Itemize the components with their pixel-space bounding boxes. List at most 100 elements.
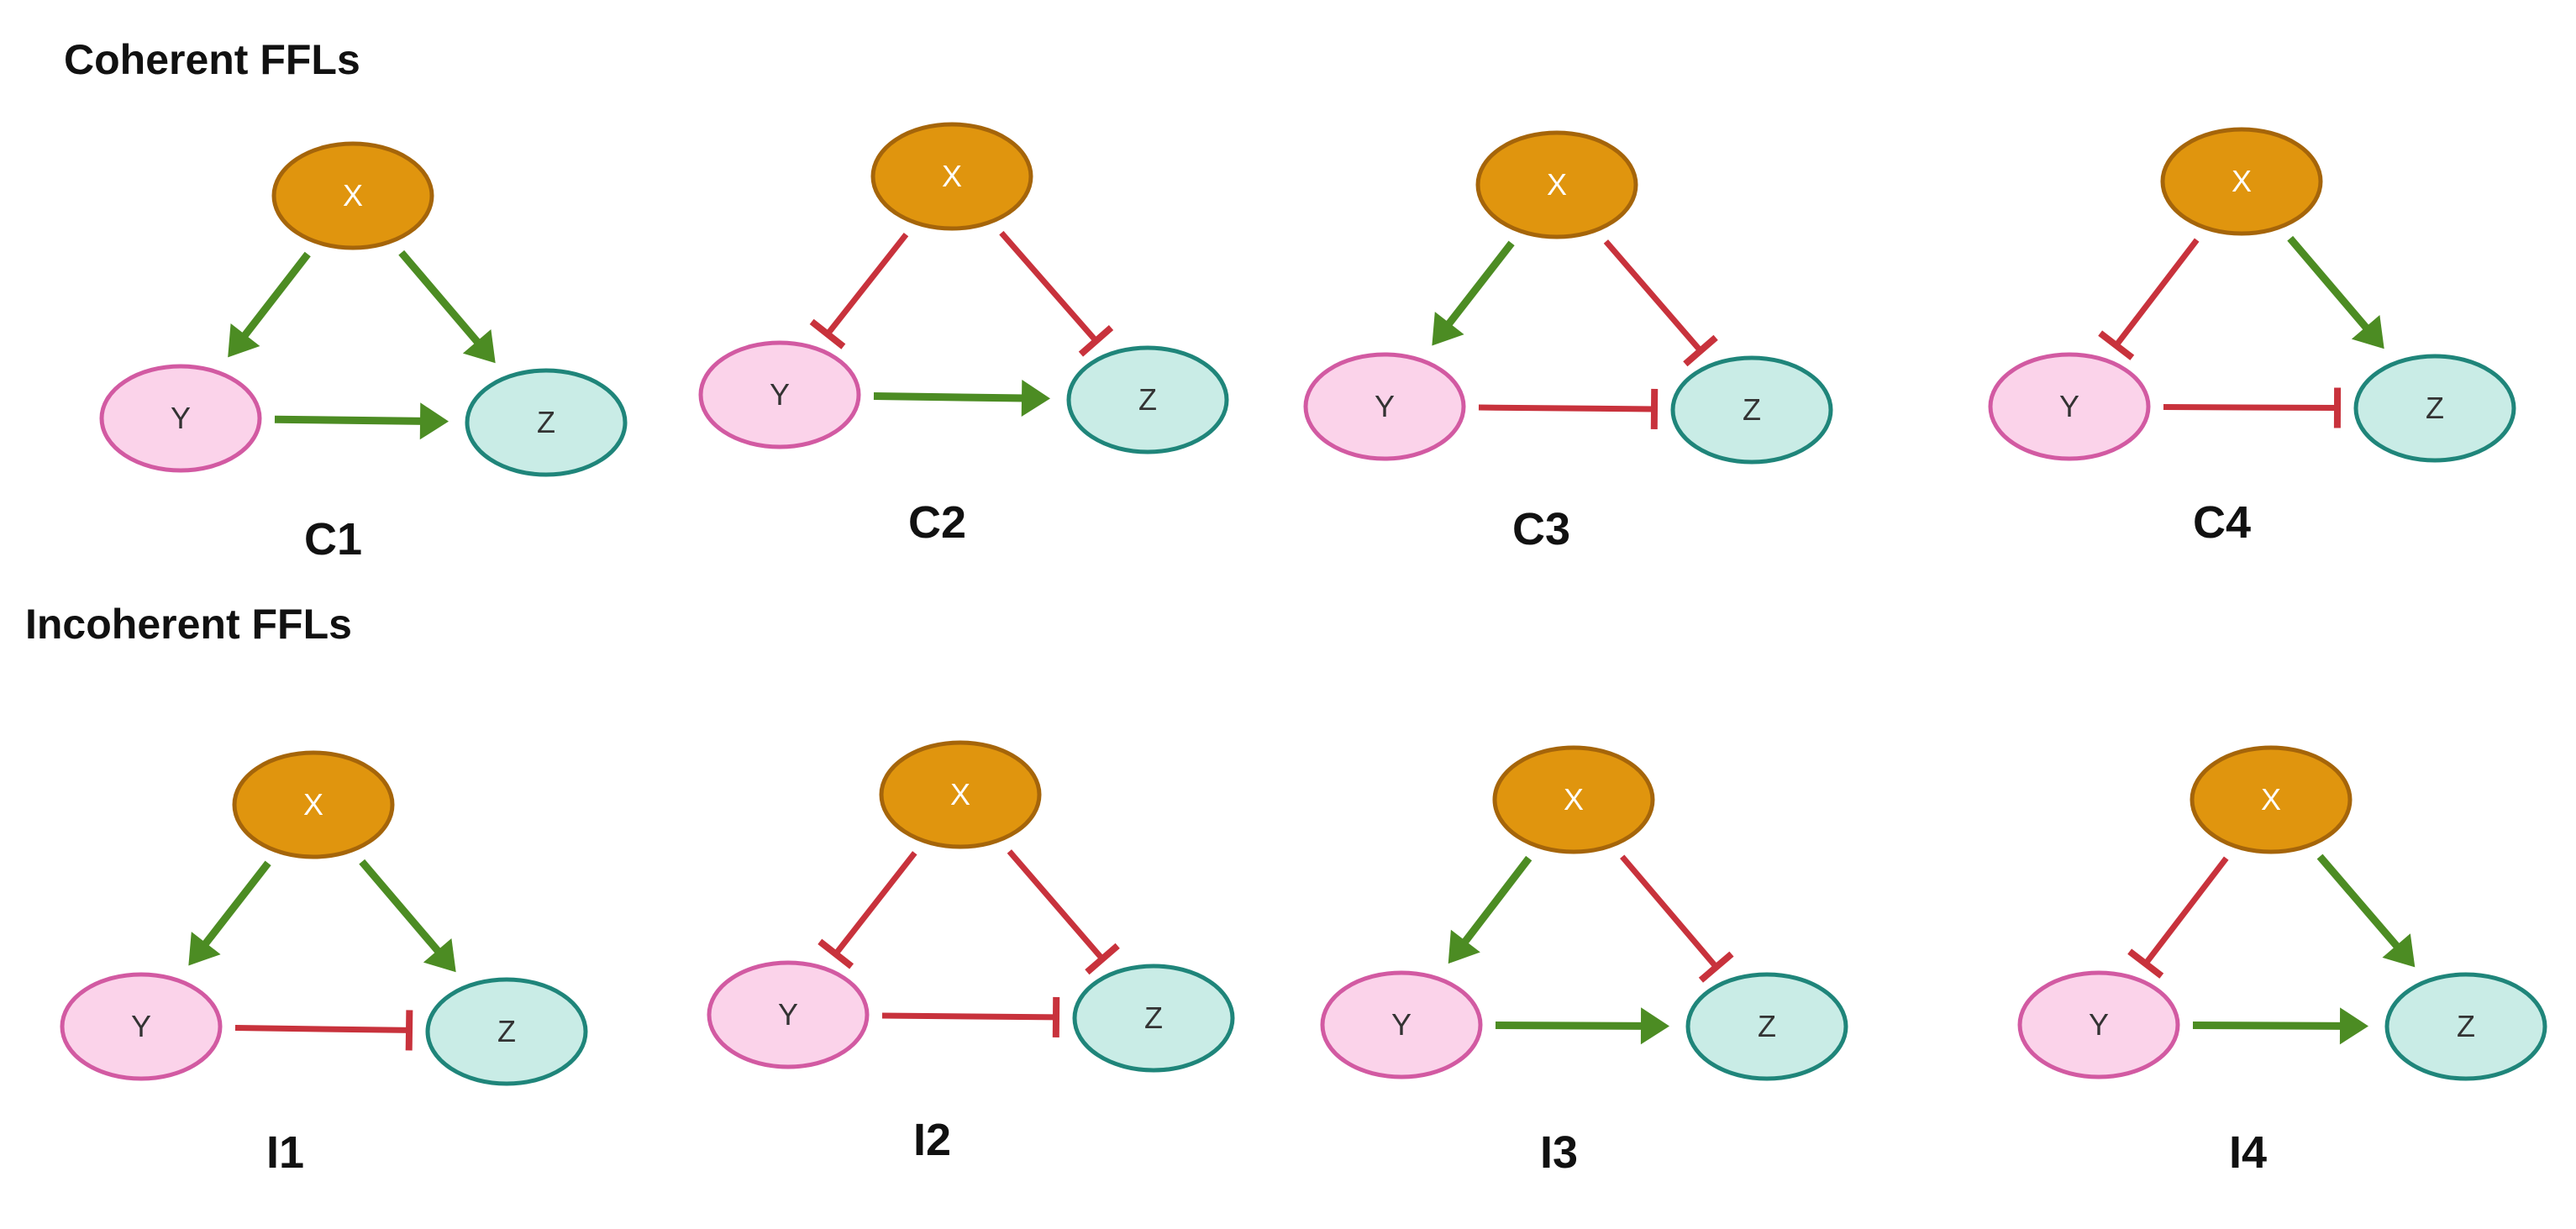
x-to-z-repression-edge [1007, 849, 1120, 975]
motif-label: C2 [908, 497, 966, 548]
y-to-z-activation-edge [1495, 1007, 1670, 1045]
node-x: X [232, 750, 395, 859]
node-z-label: Z [2426, 391, 2444, 425]
node-z: Z [2353, 354, 2516, 463]
x-to-z-edge-line [999, 230, 1099, 344]
x-to-y-edge-line [1460, 855, 1532, 947]
node-x-label: X [343, 178, 363, 213]
node-y-shape [99, 364, 262, 473]
motif-label: I2 [913, 1115, 951, 1165]
node-z: Z [1670, 355, 1833, 465]
node-z-label: Z [2457, 1009, 2475, 1043]
x-to-z-inhibition-bar [1078, 324, 1114, 357]
node-z-shape [1072, 964, 1235, 1073]
node-x-label: X [303, 787, 323, 822]
y-to-z-repression-edge [881, 996, 1060, 1037]
x-to-y-edge-line [239, 251, 311, 340]
node-z-label: Z [1144, 1001, 1163, 1035]
node-y: Y [707, 960, 870, 1069]
y-to-z-arrowhead [2339, 1007, 2369, 1045]
y-to-z-activation-edge [274, 402, 449, 440]
x-to-z-edge-line [1620, 854, 1719, 969]
y-to-z-arrowhead [1021, 379, 1051, 417]
motif-label: I3 [1540, 1127, 1578, 1178]
y-to-z-edge-line [2192, 1022, 2344, 1030]
x-to-z-activation-edge [2287, 235, 2384, 349]
node-y-label: Y [131, 1009, 151, 1043]
node-z-shape [425, 977, 588, 1086]
motif-i2: X Y Z I2 [707, 740, 1235, 1165]
node-y-label: Y [171, 401, 191, 435]
x-to-y-edge-line [833, 851, 917, 956]
y-to-z-activation-edge [2192, 1007, 2369, 1045]
node-x-label: X [2232, 164, 2252, 198]
node-y-label: Y [2059, 389, 2079, 423]
x-to-y-arrowhead [1432, 312, 1464, 346]
node-y: Y [1303, 352, 1466, 461]
x-to-y-edge-line [2142, 856, 2229, 966]
x-to-z-edge-line [398, 249, 482, 347]
node-x-shape [232, 750, 395, 859]
x-to-y-edge-line [1444, 240, 1515, 328]
x-to-y-inhibition-bar [817, 938, 854, 969]
x-to-y-repression-edge [809, 232, 909, 349]
node-z-shape [1670, 355, 1833, 465]
y-to-z-edge-line [873, 392, 1026, 402]
x-to-z-activation-edge [359, 859, 456, 973]
x-to-y-edge-line [201, 860, 271, 948]
node-y-label: Y [1375, 389, 1395, 423]
node-x: X [2160, 127, 2323, 236]
node-z: Z [2384, 972, 2547, 1081]
y-to-z-edge-line [2163, 404, 2338, 411]
x-to-z-activation-edge [2316, 853, 2416, 968]
x-to-z-inhibition-bar [1085, 943, 1120, 975]
node-y-label: Y [770, 377, 790, 412]
x-to-z-repression-edge [999, 230, 1114, 357]
y-to-z-edge-line [1495, 1022, 1645, 1030]
node-y-label: Y [1391, 1007, 1412, 1042]
motif-label: C4 [2193, 497, 2251, 548]
node-y-shape [2017, 970, 2180, 1079]
node-y-shape [698, 340, 861, 449]
y-to-z-edge-line [1478, 404, 1655, 412]
x-to-y-edge-line [2113, 238, 2200, 348]
node-x-shape [2190, 745, 2353, 854]
y-to-z-edge-line [274, 415, 424, 425]
x-to-y-arrowhead [228, 323, 260, 358]
node-x-shape [2160, 127, 2323, 236]
node-z-label: Z [497, 1014, 516, 1048]
x-to-z-edge-line [2287, 235, 2371, 333]
y-to-z-repression-edge [1478, 388, 1659, 429]
node-y-label: Y [778, 997, 798, 1032]
x-to-z-edge-line [359, 859, 443, 956]
node-z-shape [1066, 345, 1229, 454]
node-y: Y [60, 972, 223, 1081]
node-y-shape [1320, 970, 1483, 1079]
node-z: Z [425, 977, 588, 1086]
node-x-shape [1475, 130, 1638, 239]
x-to-y-edge-line [825, 232, 909, 336]
x-to-y-inhibition-bar [809, 318, 846, 349]
x-to-z-repression-edge [1603, 239, 1718, 367]
x-to-z-arrowhead [2382, 933, 2416, 968]
x-to-y-activation-edge [228, 251, 311, 358]
x-to-y-inhibition-bar [2098, 330, 2135, 360]
node-x-shape [271, 141, 434, 250]
y-to-z-edge-line [234, 1025, 410, 1033]
node-x: X [879, 740, 1042, 849]
node-z-label: Z [1758, 1009, 1776, 1043]
node-x-label: X [950, 777, 970, 811]
node-y: Y [99, 364, 262, 473]
node-y-shape [707, 960, 870, 1069]
node-y-shape [60, 972, 223, 1081]
motif-label: C1 [304, 514, 362, 565]
node-x: X [870, 122, 1033, 231]
x-to-z-inhibition-bar [1698, 951, 1734, 983]
x-to-y-arrowhead [1448, 929, 1480, 964]
x-to-y-inhibition-bar [2127, 948, 2164, 979]
node-y-shape [1303, 352, 1466, 461]
